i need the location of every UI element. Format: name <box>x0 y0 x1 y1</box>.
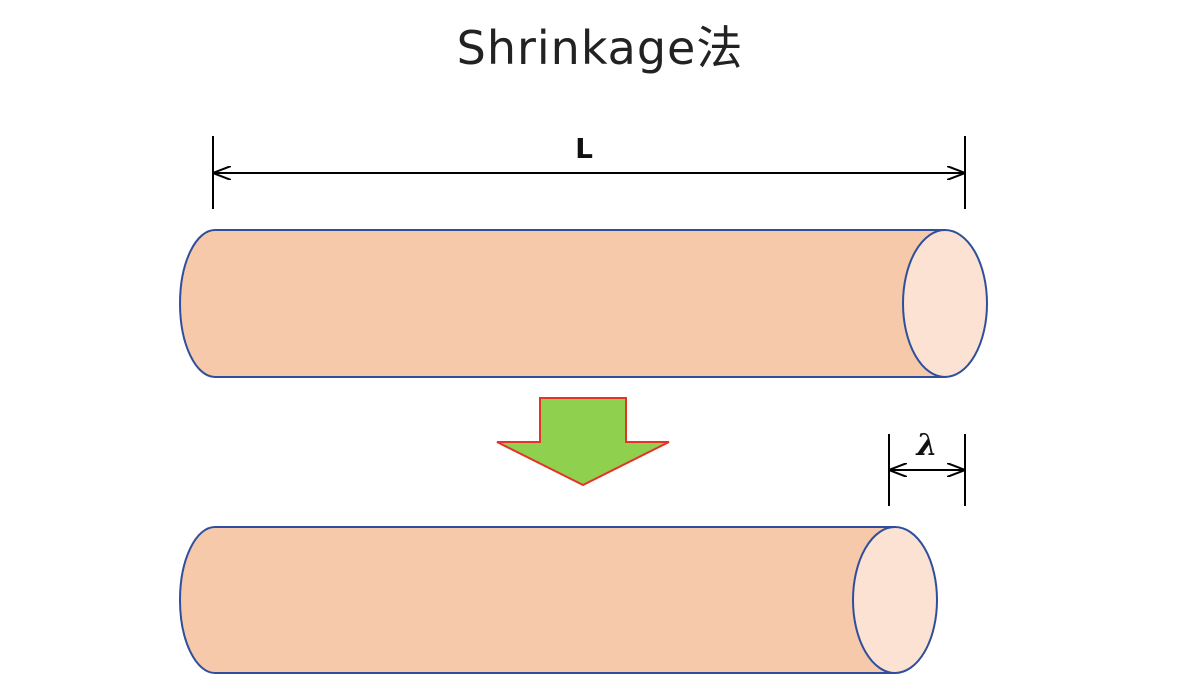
shrinkage-dimension: λ <box>888 428 966 506</box>
length-dimension: L <box>212 132 966 209</box>
original-rod-body <box>179 229 946 378</box>
original-rod-end-face <box>902 229 988 378</box>
shrinkage-label: λ <box>914 428 937 463</box>
shrunk-rod-end-face <box>852 526 938 674</box>
original-rod <box>179 229 988 378</box>
shrunk-rod <box>179 526 938 674</box>
shrunk-rod-body <box>179 526 896 674</box>
length-label: L <box>575 132 593 165</box>
diagram-title: Shrinkage法 <box>456 21 744 75</box>
down-arrow-icon <box>496 397 670 487</box>
